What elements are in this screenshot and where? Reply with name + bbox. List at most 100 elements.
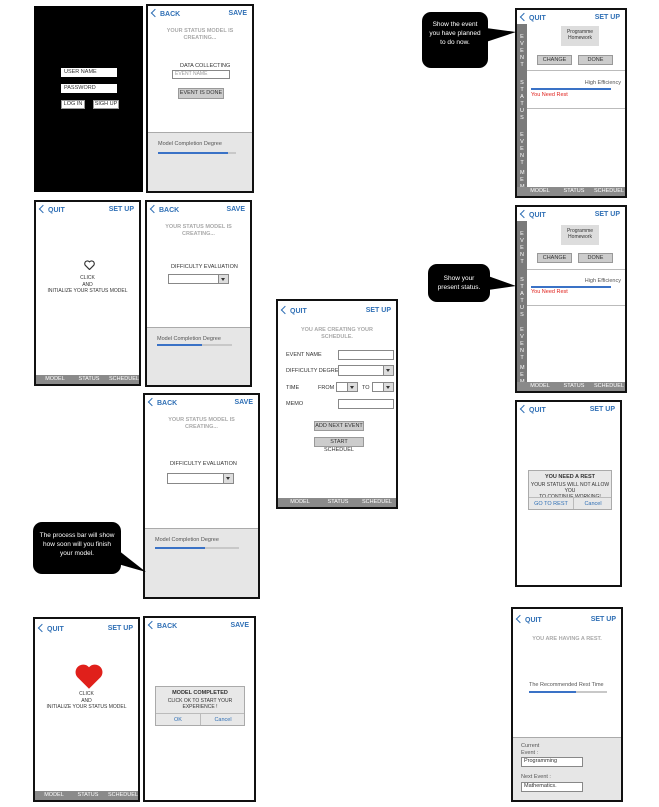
done-button[interactable]: DONE: [578, 55, 613, 65]
setup-button[interactable]: SET UP: [594, 211, 620, 218]
tab-model[interactable]: MODEL: [530, 383, 550, 389]
back-button[interactable]: BACK: [147, 397, 177, 407]
chevron-left-icon: [147, 620, 157, 630]
tab-status[interactable]: STATUS: [77, 792, 99, 798]
tab-model[interactable]: MODEL: [45, 376, 65, 382]
chevron-left-icon: [519, 404, 529, 414]
signup-button[interactable]: SIGH UP: [93, 100, 119, 109]
tab-model[interactable]: MODEL: [530, 188, 550, 194]
back-label: BACK: [160, 11, 181, 18]
tab-schedule[interactable]: SCHEDUEL: [362, 499, 392, 505]
done-button[interactable]: DONE: [578, 253, 613, 263]
change-button[interactable]: CHANGE: [537, 55, 572, 65]
to-select[interactable]: [372, 382, 394, 392]
quit-button[interactable]: QUIT: [37, 623, 64, 633]
login-screen: USER NAME PASSWORD LOG IN SIGH UP: [34, 6, 143, 192]
add-next-event-button[interactable]: ADD NEXT EVENT: [314, 421, 364, 431]
difficulty-select[interactable]: [167, 473, 234, 484]
quit-button[interactable]: QUIT: [519, 209, 546, 219]
from-label: FROM: [318, 385, 335, 391]
quit-label: QUIT: [529, 407, 546, 414]
username-input[interactable]: USER NAME: [61, 68, 117, 77]
tab-status[interactable]: STATUS: [563, 383, 585, 389]
change-button[interactable]: CHANGE: [537, 253, 572, 263]
memo-input[interactable]: [338, 399, 394, 409]
setup-button[interactable]: SET UP: [589, 406, 615, 413]
tab-status[interactable]: STATUS: [78, 376, 100, 382]
tab-schedule[interactable]: SCHEDUEL: [594, 188, 624, 194]
back-button[interactable]: BACK: [150, 8, 181, 18]
tab-status[interactable]: STATUS: [327, 499, 349, 505]
high-efficiency-label: High Efficiency: [584, 80, 621, 86]
setup-button[interactable]: SET UP: [107, 625, 133, 632]
cancel-button[interactable]: Cancel: [584, 501, 602, 507]
quit-label: QUIT: [529, 212, 546, 219]
top-bar: BACK SAVE: [145, 395, 258, 411]
cancel-button[interactable]: Cancel: [214, 717, 232, 723]
heart-outline-icon[interactable]: [84, 260, 95, 270]
go-to-rest-button[interactable]: GO TO REST: [534, 501, 568, 507]
tab-model[interactable]: MODEL: [290, 499, 310, 505]
back-label: BACK: [157, 623, 178, 630]
quit-label: QUIT: [48, 207, 65, 214]
password-input[interactable]: PASSWORD: [61, 84, 117, 93]
from-select[interactable]: [336, 382, 358, 392]
status-screen-1: QUIT SET UP EVENT STATUS EVENT MEMO Prog…: [515, 8, 627, 198]
tab-status[interactable]: STATUS: [563, 188, 585, 194]
rest-title: YOU ARE HAVING A REST.: [532, 636, 602, 642]
event-name-input[interactable]: [338, 350, 394, 360]
setup-button[interactable]: SET UP: [108, 206, 134, 213]
event-done-button[interactable]: EVENT IS DONE: [178, 88, 224, 99]
login-button[interactable]: LOG IN: [61, 100, 85, 109]
rest-time-bar: [529, 691, 607, 693]
chevron-left-icon: [37, 623, 47, 633]
save-button[interactable]: SAVE: [230, 622, 249, 629]
back-button[interactable]: BACK: [147, 620, 178, 630]
chevron-left-icon: [280, 305, 290, 315]
next-event-field[interactable]: Mathematics.: [521, 782, 583, 792]
start-schedule-button[interactable]: START SCHEDUEL: [314, 437, 364, 453]
tab-schedule[interactable]: SCHEDUEL: [109, 376, 139, 382]
save-button[interactable]: SAVE: [226, 206, 245, 213]
difficulty-select[interactable]: [168, 274, 229, 284]
save-button[interactable]: SAVE: [234, 399, 253, 406]
tab-schedule[interactable]: SCHEDUEL: [594, 383, 624, 389]
event-name-input[interactable]: EVENT NAME: [172, 70, 230, 79]
quit-button[interactable]: QUIT: [280, 305, 307, 315]
quit-button[interactable]: QUIT: [38, 204, 65, 214]
difficulty-label: DIFFICULTY DEGREE: [286, 368, 343, 374]
ok-button[interactable]: OK: [174, 717, 182, 723]
event-bubble: Show the event you have planned to do no…: [422, 12, 488, 68]
difficulty-select[interactable]: [338, 365, 394, 376]
setup-button[interactable]: SET UP: [365, 307, 391, 314]
quit-button[interactable]: QUIT: [519, 404, 546, 414]
heart-icon[interactable]: [74, 663, 104, 690]
chevron-left-icon: [150, 8, 160, 18]
quit-button[interactable]: QUIT: [519, 12, 546, 22]
progress-panel: Model Completion Degree: [147, 327, 250, 385]
setup-button[interactable]: SET UP: [594, 14, 620, 21]
current-event-field[interactable]: Programming: [521, 757, 583, 767]
progress-bar: [157, 344, 232, 346]
side-event-label: EVENT: [520, 34, 524, 68]
back-button[interactable]: BACK: [149, 204, 179, 214]
difficulty-label: DIFFICULTY EVALUATION: [171, 264, 238, 270]
top-bar: QUIT SET UP: [517, 402, 620, 418]
progress-panel: Model Completion Degree: [145, 528, 258, 597]
quit-button[interactable]: QUIT: [515, 614, 542, 624]
tab-model[interactable]: MODEL: [44, 792, 64, 798]
event-name-label: EVENT NAME: [286, 352, 322, 358]
progress-bar: [158, 152, 236, 154]
tab-schedule[interactable]: SCHEDUEL: [108, 792, 138, 798]
tab-bar: MODEL STATUS SCHEDUEL: [36, 375, 139, 384]
setup-button[interactable]: SET UP: [590, 616, 616, 623]
save-button[interactable]: SAVE: [228, 10, 247, 17]
chevron-down-icon: [383, 383, 393, 391]
quit-label: QUIT: [47, 626, 64, 633]
